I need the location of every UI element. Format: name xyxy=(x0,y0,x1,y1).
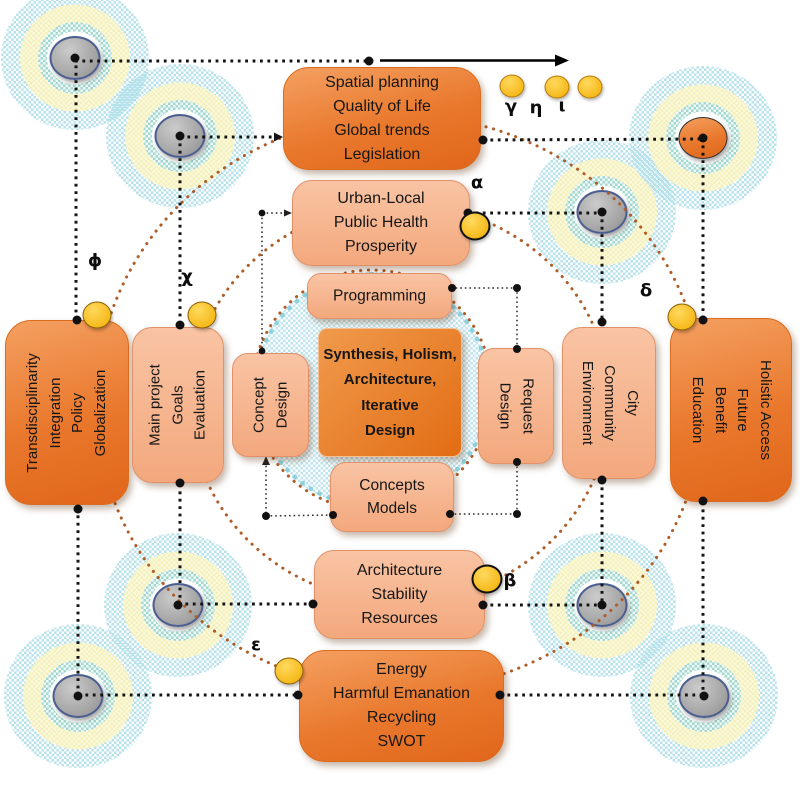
box-energy-swot-label: Energy Harmful Emanation Recycling SWOT xyxy=(333,661,470,750)
marker-phi xyxy=(82,301,112,329)
label-gamma: γ xyxy=(504,96,518,118)
box-synthesis-center: Synthesis, Holism, Architecture, Iterati… xyxy=(318,328,462,457)
label-phi: ϕ xyxy=(87,250,103,272)
marker-epsilon xyxy=(274,657,304,685)
marker-chi xyxy=(187,301,217,329)
box-holistic-access: Holistic Access Future Benefit Education xyxy=(670,318,792,502)
label-epsilon: ε xyxy=(250,634,262,656)
label-chi: χ xyxy=(181,266,193,288)
label-beta: β xyxy=(503,570,517,592)
box-concepts-models-label: Concepts Models xyxy=(359,476,425,517)
box-city-community: City Community Environment xyxy=(562,327,656,479)
box-transdisciplinarity: Transdisciplinarity Integration Policy G… xyxy=(5,320,129,505)
box-concepts-models: Concepts Models xyxy=(330,462,454,532)
black-dotted-links xyxy=(74,58,705,697)
box-main-project: Main project Goals Evaluation xyxy=(132,327,224,483)
flow-arrow xyxy=(380,54,569,67)
box-programming: Programming xyxy=(307,273,452,319)
box-request-design: Request Design xyxy=(478,348,554,464)
box-synthesis-center-label: Synthesis, Holism, Architecture, Iterati… xyxy=(323,345,457,440)
marker-iota xyxy=(577,75,603,99)
box-architecture-stability-label: Architecture Stability Resources xyxy=(356,561,443,627)
box-spatial-planning: Spatial planning Quality of Life Global … xyxy=(283,67,481,170)
marker-delta xyxy=(667,303,697,331)
box-programming-label: Programming xyxy=(332,287,427,305)
box-concept-design: Concept Design xyxy=(232,353,309,457)
box-spatial-planning-label: Spatial planning Quality of Life Global … xyxy=(325,73,439,163)
marker-eta xyxy=(544,75,570,99)
box-urban-local-label: Urban-Local Public Health Prosperity xyxy=(333,190,429,255)
box-energy-swot: Energy Harmful Emanation Recycling SWOT xyxy=(299,650,504,762)
marker-gamma xyxy=(499,74,525,98)
label-iota: ι xyxy=(558,95,566,117)
box-architecture-stability: Architecture Stability Resources xyxy=(314,550,485,639)
marker-alpha xyxy=(459,211,491,241)
inner-cycle-links xyxy=(261,209,518,517)
junction-dots xyxy=(70,53,709,701)
label-eta: η xyxy=(529,97,543,119)
marker-beta xyxy=(471,564,503,594)
label-delta: δ xyxy=(639,280,653,302)
label-alpha: α xyxy=(470,172,484,194)
